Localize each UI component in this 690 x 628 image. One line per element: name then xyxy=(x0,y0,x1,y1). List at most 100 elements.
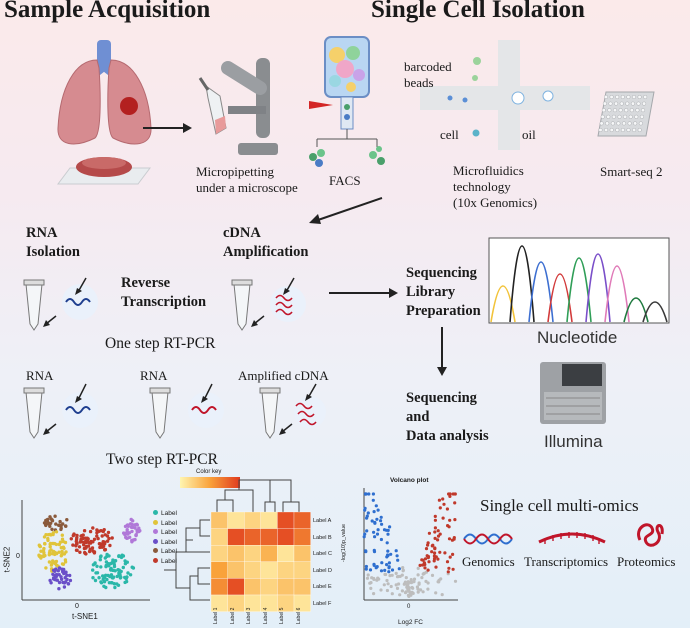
tsne-point xyxy=(60,537,65,541)
volcano-point xyxy=(430,573,435,577)
color-key-bar xyxy=(180,477,240,488)
volcano-point xyxy=(443,551,447,555)
arrow-icon xyxy=(309,197,383,224)
heatmap-legend-item: Label xyxy=(153,519,177,529)
tsne-point xyxy=(109,561,113,566)
well xyxy=(615,95,620,99)
amplified-cdna-label: Amplified cDNA xyxy=(238,368,329,383)
heatmap-cell xyxy=(210,528,228,546)
tsne-point xyxy=(100,534,104,538)
volcano-point xyxy=(374,566,378,570)
volcano-point xyxy=(420,558,424,562)
volcano-point xyxy=(394,549,398,553)
tsne-point xyxy=(128,573,133,577)
tsne-point xyxy=(103,548,107,552)
well xyxy=(602,101,607,106)
volcano-point xyxy=(379,588,383,592)
tsne-point xyxy=(68,573,72,578)
smartseq-label: Smart-seq 2 xyxy=(600,164,663,179)
volcano-point xyxy=(430,550,434,554)
volcano-point xyxy=(447,566,451,570)
tsne-point xyxy=(97,529,101,533)
volcano-point xyxy=(400,589,404,593)
volcano-point xyxy=(389,584,393,589)
heatmap-cell xyxy=(244,528,261,546)
tsne-point xyxy=(53,569,57,573)
tsne-point xyxy=(44,566,48,570)
volcano-point xyxy=(390,568,395,572)
tsne-point xyxy=(58,540,63,544)
rna-tube-icon xyxy=(23,277,98,331)
tsne-point xyxy=(96,536,100,541)
two-step-label: Two step RT-PCR xyxy=(106,451,218,468)
tsne-point xyxy=(37,543,41,547)
heatmap-cell xyxy=(227,511,245,529)
volcano-point xyxy=(406,586,410,590)
volcano-point xyxy=(368,581,372,585)
volcano-point xyxy=(386,528,390,532)
well xyxy=(632,95,637,99)
volcano-point xyxy=(438,506,442,510)
tsne-point xyxy=(81,533,85,537)
heatmap-row-label: Label B xyxy=(313,534,332,541)
tsne-point xyxy=(126,523,130,527)
tsne-point xyxy=(60,552,64,556)
tsne-point xyxy=(87,549,92,554)
volcano-point xyxy=(433,514,437,518)
volcano-point xyxy=(416,573,420,577)
chromatogram-peak xyxy=(604,265,630,323)
volcano-point xyxy=(453,518,457,522)
tsne-point xyxy=(101,574,105,578)
well xyxy=(617,114,622,119)
transcriptomics-label: Transcriptomics xyxy=(524,554,609,569)
volcano-point xyxy=(408,580,412,584)
well xyxy=(609,95,614,99)
tsne-point xyxy=(63,576,67,580)
volcano-point xyxy=(418,563,422,567)
well xyxy=(625,101,630,106)
chromatogram-peak xyxy=(509,245,535,323)
volcano-point xyxy=(365,514,369,518)
volcano-point xyxy=(423,557,428,561)
heatmap-cell xyxy=(210,545,228,562)
tsne-point xyxy=(60,533,64,537)
tsne-point xyxy=(112,564,117,569)
tsne-point xyxy=(86,544,91,548)
volcano-point xyxy=(445,507,449,511)
tsne-point xyxy=(93,561,97,566)
heatmap-legend-item: Label xyxy=(153,538,177,548)
tsne-point xyxy=(61,545,66,549)
tsne-point xyxy=(94,571,98,575)
volcano-point xyxy=(433,546,437,550)
tsne-point xyxy=(123,580,127,585)
facs-label: FACS xyxy=(329,173,361,188)
heatmap-row-label: Label E xyxy=(313,584,332,591)
volcano-point xyxy=(375,517,379,521)
title-single-cell-isolation: Single Cell Isolation xyxy=(371,0,585,23)
tsne-point xyxy=(48,524,52,528)
volcano-point xyxy=(436,538,440,542)
volcano-point xyxy=(386,549,390,553)
volcano-point xyxy=(394,583,398,587)
volcano-point xyxy=(365,529,369,533)
volcano-point xyxy=(383,572,387,576)
tsne-point xyxy=(53,577,57,582)
tsne-point xyxy=(131,525,135,529)
volcano-point xyxy=(433,526,437,530)
volcano-point xyxy=(383,568,387,572)
well xyxy=(637,128,642,133)
tsne-point xyxy=(97,542,102,546)
heatmap-col-label: Label 3 xyxy=(246,607,253,624)
title-sample-acquisition: Sample Acquisition xyxy=(4,0,211,23)
volcano-point xyxy=(372,563,376,567)
tsne-point xyxy=(48,541,53,546)
tsne-point xyxy=(107,554,111,558)
volcano-point xyxy=(420,576,424,580)
volcano-point xyxy=(365,576,370,580)
well xyxy=(612,108,617,113)
tsne-point xyxy=(71,533,75,538)
tsne-point xyxy=(111,558,115,562)
